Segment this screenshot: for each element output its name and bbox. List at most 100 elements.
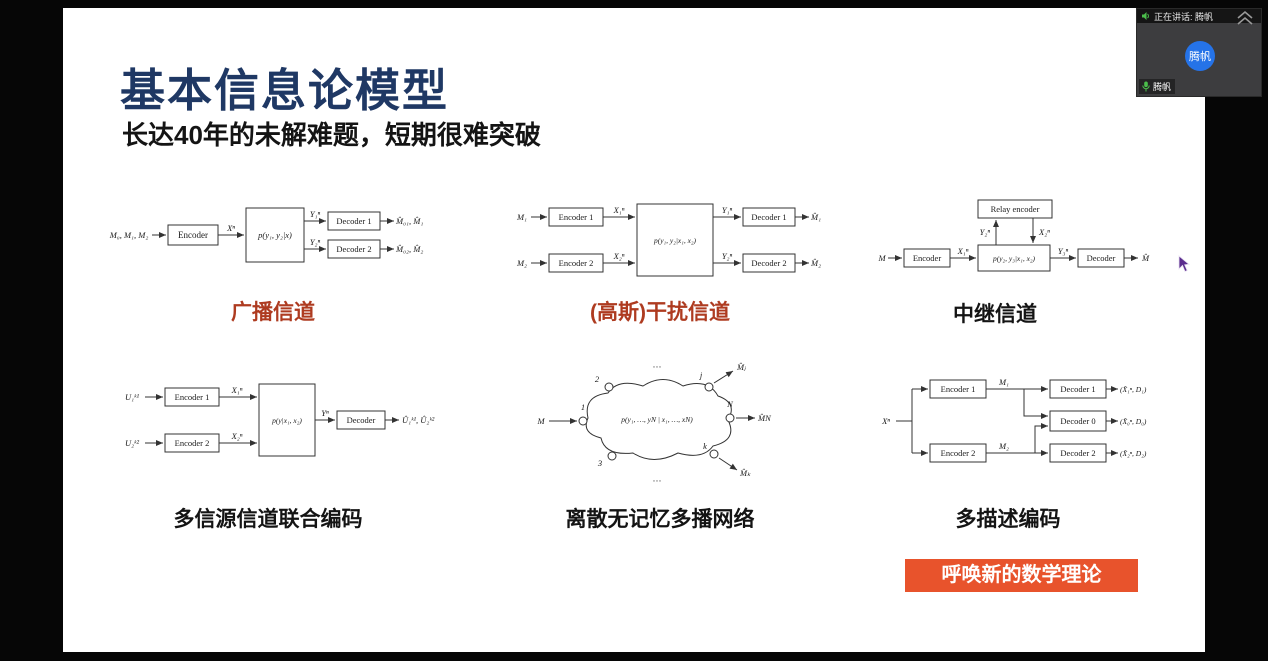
connectors [152, 218, 394, 252]
channel-label: p(y₂, y₃|x₁, x₂) [992, 254, 1036, 263]
outputN-label: M̂N [757, 413, 772, 423]
slide-title: 基本信息论模型 [120, 65, 450, 116]
encoder1-box [164, 387, 220, 407]
output1-label: (X̂₁ⁿ, D₁) [1120, 384, 1147, 394]
y1-label: Y₁ⁿ [310, 209, 321, 219]
multiple-description-diagram: Xⁿ Encoder 1 Encoder 2 M₁ M₂ Decoder 1 D… [881, 377, 1147, 463]
x2-label: X₂ⁿ [231, 431, 243, 441]
presentation-slide: 基本信息论模型 长达40年的未解难题，短期很难突破 M₀, M₁, M₂ Enc… [63, 8, 1205, 652]
relay-encoder-box [977, 199, 1053, 219]
encoder-box [167, 224, 219, 246]
encoder-label: Encoder [178, 230, 208, 240]
encoder1-label: Encoder 1 [559, 212, 594, 222]
mic-icon [1142, 81, 1150, 92]
relay-encoder-label: Relay encoder [991, 204, 1040, 214]
input2-label: M₂ [516, 258, 527, 268]
output-label: Û₁ᵏ¹, Û₂ᵏ² [402, 415, 435, 425]
decoder1-label: Decoder 1 [1060, 384, 1095, 394]
decoder-box [1077, 248, 1125, 268]
decoder1-label: Decoder 1 [751, 212, 786, 222]
encoder2-box [929, 443, 987, 463]
participant-name-tag: 腾帆 [1139, 79, 1176, 94]
multisource-coding-diagram: U₁ᵏ¹ U₂ᵏ² Encoder 1 Encoder 2 X₁ⁿ X₂ⁿ p(… [125, 383, 435, 457]
decoder1-box [742, 207, 796, 227]
decoder2-label: Decoder 2 [1060, 448, 1095, 458]
nodej-label: j [699, 370, 703, 380]
decoder2-box [327, 239, 381, 259]
channel-label: p(y₁, …, yN | x₁, …, xN) [620, 415, 693, 424]
decoder2-box [742, 253, 796, 273]
label-multicast-network: 离散无记忆多播网络 [565, 508, 755, 531]
input2-label: U₂ᵏ² [125, 438, 139, 448]
collapse-video-icon[interactable] [1232, 9, 1258, 27]
encoder-label: Encoder [913, 253, 941, 263]
speaking-indicator: 正在讲话: 腾帆 [1137, 9, 1261, 23]
interference-channel-diagram: M₁ M₂ Encoder 1 Encoder 2 X₁ⁿ X₂ⁿ p(y₁, … [516, 203, 821, 277]
y2-label: Y₂ⁿ [310, 237, 321, 247]
encoder2-label: Encoder 2 [175, 438, 210, 448]
participant-name: 腾帆 [1153, 82, 1172, 92]
broadcast-channel-diagram: M₀, M₁, M₂ Encoder Xⁿ p(y₁, y₂|x) Y₁ⁿ Y₂… [109, 207, 423, 263]
decoder-label: Decoder [347, 415, 376, 425]
x2-label: X₂ⁿ [613, 251, 625, 261]
label-multisource-coding: 多信源信道联合编码 [173, 508, 363, 531]
mouse-cursor [1178, 255, 1192, 278]
label-multiple-description: 多描述编码 [955, 508, 1061, 531]
network-nodes [578, 382, 735, 461]
m2-label: M₂ [998, 441, 1009, 451]
speaker-icon [1142, 12, 1149, 20]
node2-label: 2 [595, 374, 600, 384]
x1-label: X₁ⁿ [613, 205, 625, 215]
connectors [896, 386, 1118, 456]
channel-box [258, 383, 316, 457]
input1-label: U₁ᵏ¹ [125, 392, 139, 402]
channel-box [245, 207, 305, 263]
avatar: 腾帆 [1185, 41, 1215, 71]
decoder-label: Decoder [1087, 253, 1116, 263]
decoder0-box [1049, 410, 1107, 432]
channel-label: p(y₁, y₂|x₁, x₂) [653, 236, 697, 245]
connectors [888, 218, 1138, 261]
nodek-label: k [703, 441, 707, 451]
relay-channel-diagram: Relay encoder Y₂ⁿ X₂ⁿ M Encoder X₁ⁿ p(y₂… [878, 199, 1150, 272]
decoder2-label: Decoder 2 [336, 244, 371, 254]
label-relay-channel: 中继信道 [953, 303, 1037, 326]
x1-label: X₁ⁿ [957, 246, 969, 256]
node1-label: 1 [581, 402, 585, 412]
output0-label: (X̂₀ⁿ, D₀) [1120, 416, 1147, 426]
channel-label: p(y₁, y₂|x) [257, 230, 292, 240]
output2-label: M̂₂ [810, 258, 821, 268]
node3-label: 3 [597, 458, 602, 468]
channel-box [636, 203, 714, 277]
encoder1-label: Encoder 1 [175, 392, 210, 402]
dots-bottom: ··· [653, 476, 662, 486]
outputj-label: M̂ⱼ [736, 362, 746, 372]
connectors [531, 214, 809, 266]
encoder1-label: Encoder 1 [941, 384, 976, 394]
input-label: M₀, M₁, M₂ [109, 230, 149, 240]
connectors [145, 394, 399, 446]
decoder2-label: Decoder 2 [751, 258, 786, 268]
input-label: M [536, 416, 545, 426]
channel-box [977, 244, 1051, 272]
y1-label: Y₁ⁿ [722, 205, 733, 215]
participant-video-panel[interactable]: 正在讲话: 腾帆 腾帆 腾帆 [1136, 8, 1262, 97]
y3-label: Y₃ⁿ [1058, 246, 1069, 256]
decoder1-label: Decoder 1 [336, 216, 371, 226]
output1-label: M̂₁ [810, 212, 821, 222]
x-label: Xⁿ [226, 223, 235, 233]
y2-label: Y₂ⁿ [980, 227, 991, 237]
decoder1-box [1049, 379, 1107, 399]
encoder2-box [548, 253, 604, 273]
encoder-box [903, 248, 951, 268]
output1-label: M̂₀₁, M̂₁ [395, 216, 423, 226]
slide-subtitle: 长达40年的未解难题，短期很难突破 [122, 120, 541, 150]
encoder1-box [929, 379, 987, 399]
channel-label: p(y|x₁, x₂) [271, 416, 302, 425]
decoder1-box [327, 211, 381, 231]
output2-label: M̂₀₂, M̂₂ [395, 244, 423, 254]
encoder1-box [548, 207, 604, 227]
decoder-box [336, 410, 386, 430]
label-interference-channel: (高斯)干扰信道 [590, 301, 730, 324]
x1-label: X₁ⁿ [231, 385, 243, 395]
